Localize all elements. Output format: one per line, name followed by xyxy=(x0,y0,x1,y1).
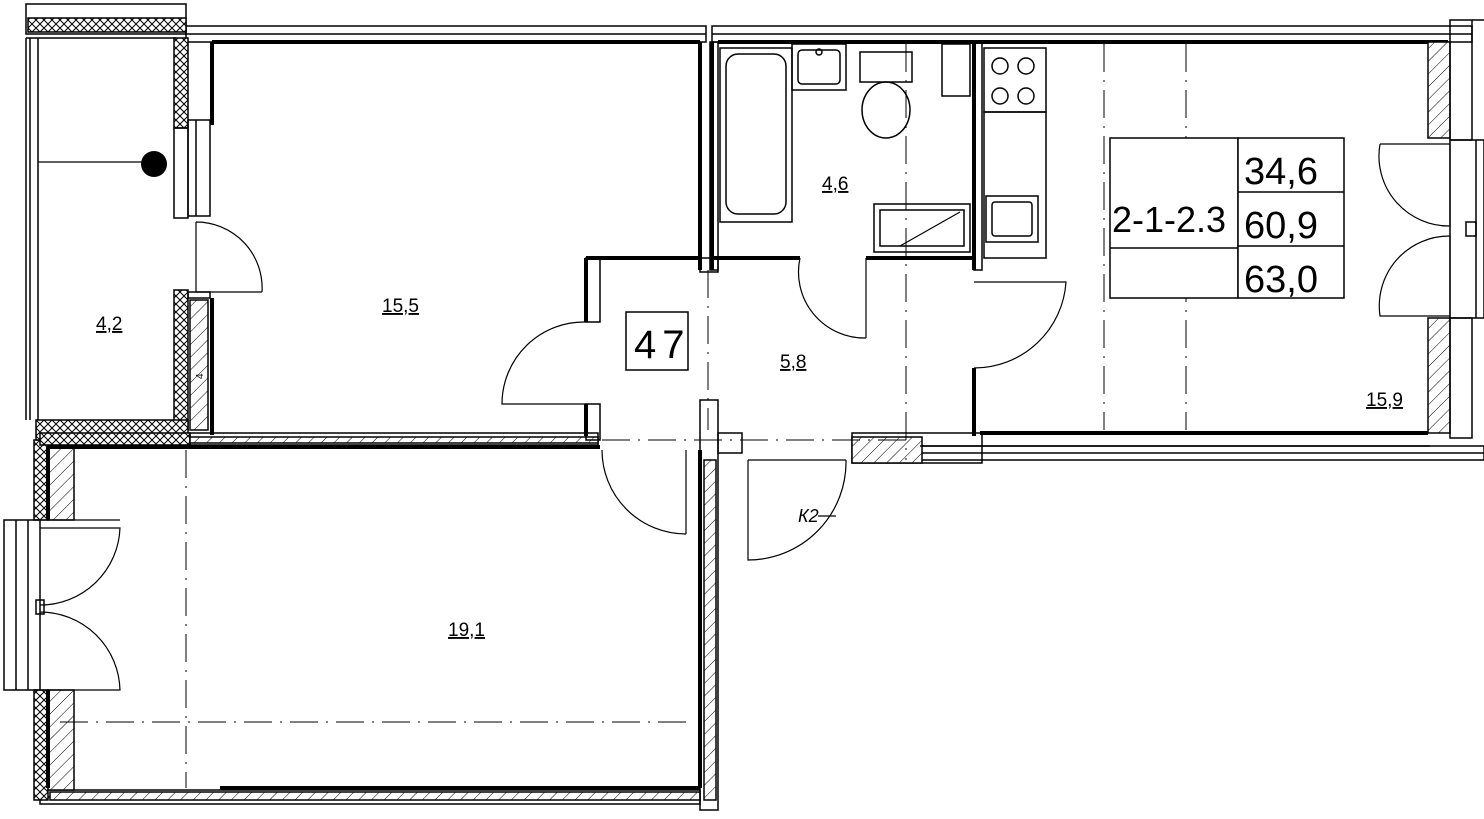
stove-icon xyxy=(983,47,1047,113)
living-walls xyxy=(35,399,719,811)
bathroom xyxy=(709,41,976,460)
area-total: 60,9 xyxy=(1244,205,1318,247)
entrance-mark: К2 xyxy=(798,506,819,526)
room-labels: 4,2 15,5 4,6 5,8 15,9 19,1 xyxy=(96,174,1403,641)
loggia xyxy=(25,3,189,441)
room-area-living: 19,1 xyxy=(448,620,485,641)
room-area-hallway: 5,8 xyxy=(780,352,806,373)
summary-table: 2-1-2.3 34,6 60,9 63,0 xyxy=(1109,137,1345,301)
bathtub-icon xyxy=(719,47,793,223)
toilet-icon xyxy=(859,51,913,139)
outer-walls xyxy=(3,19,1484,805)
apartment-number: 47 xyxy=(634,323,691,367)
area-with-balcony: 63,0 xyxy=(1244,259,1318,301)
drain-pipe-icon xyxy=(141,151,167,177)
room-area-kitchen: 15,9 xyxy=(1366,390,1403,411)
middle-wall xyxy=(39,431,1430,464)
washer-icon xyxy=(873,203,971,253)
type-code: 2-1-2.3 xyxy=(1112,199,1226,240)
room-area-bedroom: 15,5 xyxy=(382,296,419,317)
room-area-loggia: 4,2 xyxy=(96,314,122,335)
hallway-walls: К2 47 xyxy=(501,256,910,561)
sink-icon xyxy=(791,43,847,91)
room-area-bathroom: 4,6 xyxy=(822,174,848,195)
wall-note: 4 xyxy=(195,373,206,379)
bedroom-walls: 4 xyxy=(187,42,702,435)
kitchen-sink-icon xyxy=(985,195,1039,243)
area-living: 34,6 xyxy=(1244,151,1318,193)
apartment-number-box xyxy=(625,311,689,371)
